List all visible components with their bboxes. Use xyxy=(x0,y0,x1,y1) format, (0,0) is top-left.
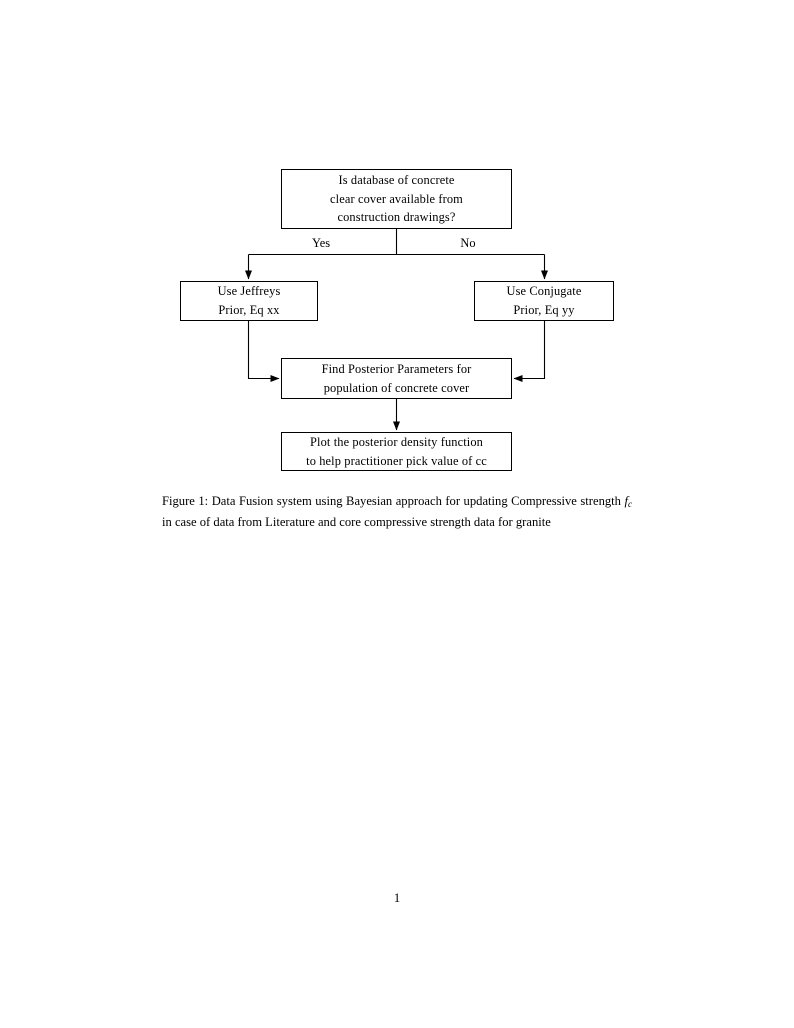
math-subscript-c: c xyxy=(627,498,633,509)
node-jeffreys-line-1: Use Jeffreys xyxy=(217,284,281,299)
page-number: 1 xyxy=(393,891,401,905)
node-jeffreys-line-2: Prior, Eq xx xyxy=(218,303,280,317)
flowchart-node-jeffreys-prior: Use Jeffreys Prior, Eq xx xyxy=(180,281,318,321)
figure-caption-text-after-math: in case of data from Literature and core… xyxy=(162,514,551,529)
flowchart-node-plot-posterior-density: Plot the posterior density function to h… xyxy=(281,432,512,471)
node-plot-line-2: to help practitioner pick value of cc xyxy=(306,453,487,468)
flowchart-connectors xyxy=(245,229,548,431)
node-plot-line-1: Plot the posterior density function xyxy=(310,434,483,449)
flowchart-node-decision: Is database of concrete clear cover avai… xyxy=(281,169,512,229)
connector-conjugate-to-posterior xyxy=(513,321,546,382)
node-decision-line-3: construction drawings? xyxy=(337,210,456,225)
node-conjugate-line-1: Use Conjugate xyxy=(506,284,582,299)
node-posterior-line-1: Find Posterior Parameters for xyxy=(321,361,472,376)
math-symbol-f: f xyxy=(624,494,628,508)
flowchart-node-conjugate-prior: Use Conjugate Prior, Eq yy xyxy=(474,281,614,321)
flowchart-node-find-posterior-parameters: Find Posterior Parameters for population… xyxy=(281,358,512,399)
figure-caption-label: Figure 1: xyxy=(162,494,209,508)
edge-label-yes: Yes xyxy=(311,236,331,250)
flowchart-figure: Is database of concrete clear cover avai… xyxy=(0,0,794,490)
node-posterior-line-2: population of concrete cover xyxy=(323,380,470,395)
figure-caption-math-fc: fc xyxy=(624,494,633,509)
edge-label-no: No xyxy=(460,236,476,250)
node-decision-line-2: clear cover available from xyxy=(330,191,463,206)
connector-jeffreys-to-posterior xyxy=(247,321,280,382)
node-conjugate-line-2: Prior, Eq yy xyxy=(513,303,575,317)
node-decision-line-1: Is database of concrete xyxy=(338,172,455,187)
figure-caption-text-before-math: Data Fusion system using Bayesian approa… xyxy=(211,494,621,508)
figure-caption: Figure 1: Data Fusion system using Bayes… xyxy=(162,491,632,532)
